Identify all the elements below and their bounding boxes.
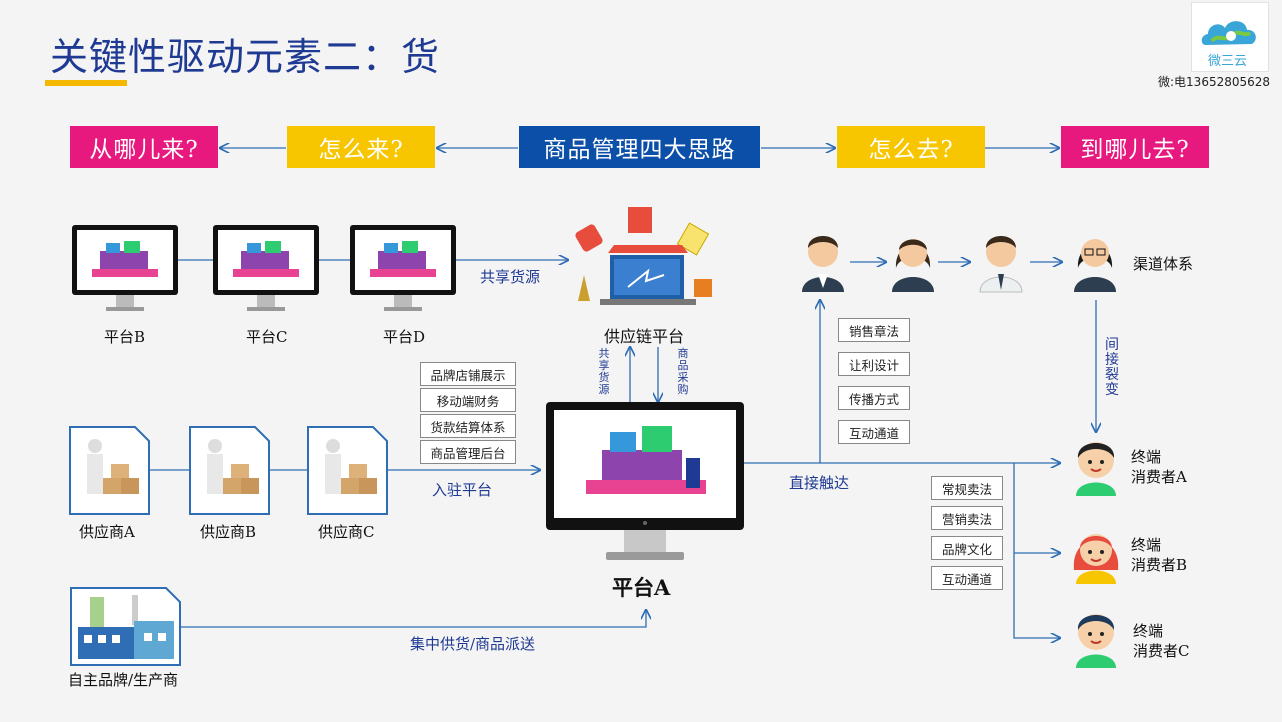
monitor-icon <box>213 225 319 311</box>
businesswoman-icon <box>892 239 934 292</box>
consumer-a-line1: 终端 <box>1131 448 1162 466</box>
ticket-icon <box>676 222 710 256</box>
vertical-indirect-fission: 间接裂变 <box>1105 337 1119 398</box>
monitor-icon <box>350 225 456 311</box>
contact-info: 微:电13652805628 <box>1158 75 1271 89</box>
tag-regular-sale: 常规卖法 <box>931 476 1003 500</box>
laptop-shop-icon <box>575 207 712 305</box>
label-enter-platform: 入驻平台 <box>432 481 493 499</box>
label-supplier-b: 供应商B <box>200 523 257 541</box>
label-factory: 自主品牌/生产商 <box>68 671 179 689</box>
label-central-supply: 集中供货/商品派送 <box>410 635 536 653</box>
boy-avatar-icon <box>1076 442 1116 496</box>
boy-avatar-icon <box>1076 614 1116 668</box>
tag-sales-method: 销售章法 <box>838 318 910 342</box>
label-share-source: 共享货源 <box>480 268 541 286</box>
header-from-where: 从哪儿来? <box>70 126 218 168</box>
tag-spread-method: 传播方式 <box>838 386 910 410</box>
header-how-go: 怎么去? <box>837 126 985 168</box>
gift-icon <box>694 279 712 297</box>
cloud-logo-icon <box>1201 21 1256 45</box>
businesswoman-icon <box>1074 239 1116 292</box>
tag-settlement: 货款结算体系 <box>420 414 516 438</box>
consumer-c-line1: 终端 <box>1133 622 1164 640</box>
tag-brand-culture: 品牌文化 <box>931 536 1003 560</box>
label-consumer-a: 终端 消费者A <box>1131 447 1187 487</box>
supplier-worker-icon <box>69 426 150 515</box>
monitor-large-icon <box>546 402 744 560</box>
brand-logo: 微三云 <box>1191 2 1269 72</box>
monitor-icon <box>72 225 178 311</box>
header-how-come: 怎么来? <box>287 126 435 168</box>
logo-text: 微三云 <box>1208 54 1248 69</box>
tag-mobile-finance: 移动端财务 <box>420 388 516 412</box>
arrow-consumer-c <box>1013 463 1060 638</box>
label-platform-d: 平台D <box>383 328 426 346</box>
supplier-worker-icon <box>307 426 388 515</box>
header-four-ideas: 商品管理四大思路 <box>519 126 760 168</box>
tag-interact-a: 互动通道 <box>838 420 910 444</box>
label-platform-c: 平台C <box>246 328 288 346</box>
vertical-share-source: 共享货源 <box>598 347 610 396</box>
tag-interact-b: 互动通道 <box>931 566 1003 590</box>
consumer-b-line2: 消费者B <box>1131 556 1188 574</box>
tag-product-admin: 商品管理后台 <box>420 440 516 464</box>
title-underline <box>45 80 127 86</box>
label-channel-system: 渠道体系 <box>1133 255 1194 273</box>
page-title: 关键性驱动元素二：货 <box>50 35 441 79</box>
shoe-icon <box>578 275 590 301</box>
girl-avatar-icon <box>1073 534 1119 584</box>
label-consumer-c: 终端 消费者C <box>1133 621 1189 661</box>
supplier-worker-icon <box>189 426 270 515</box>
label-platform-a: 平台A <box>612 575 671 600</box>
vertical-purchase: 商品采购 <box>677 347 689 396</box>
label-platform-b: 平台B <box>104 328 146 346</box>
header-to-where: 到哪儿去? <box>1061 126 1209 168</box>
tag-icon <box>575 224 603 252</box>
tag-brand-store: 品牌店铺展示 <box>420 362 516 386</box>
label-supplier-c: 供应商C <box>318 523 375 541</box>
businessman-icon <box>802 236 844 292</box>
label-direct-reach: 直接触达 <box>789 474 850 492</box>
consumer-a-line2: 消费者A <box>1131 468 1187 486</box>
factory-icon <box>70 587 181 666</box>
label-supply-chain: 供应链平台 <box>604 327 685 346</box>
tag-marketing-sale: 营销卖法 <box>931 506 1003 530</box>
consumer-b-line1: 终端 <box>1131 536 1162 554</box>
consumer-c-line2: 消费者C <box>1133 642 1190 660</box>
tag-discount-design: 让利设计 <box>838 352 910 376</box>
shopping-bag-icon <box>628 207 652 233</box>
businessman-icon <box>979 236 1023 293</box>
label-supplier-a: 供应商A <box>79 523 135 541</box>
arrow-central <box>180 610 646 628</box>
label-consumer-b: 终端 消费者B <box>1131 535 1187 575</box>
